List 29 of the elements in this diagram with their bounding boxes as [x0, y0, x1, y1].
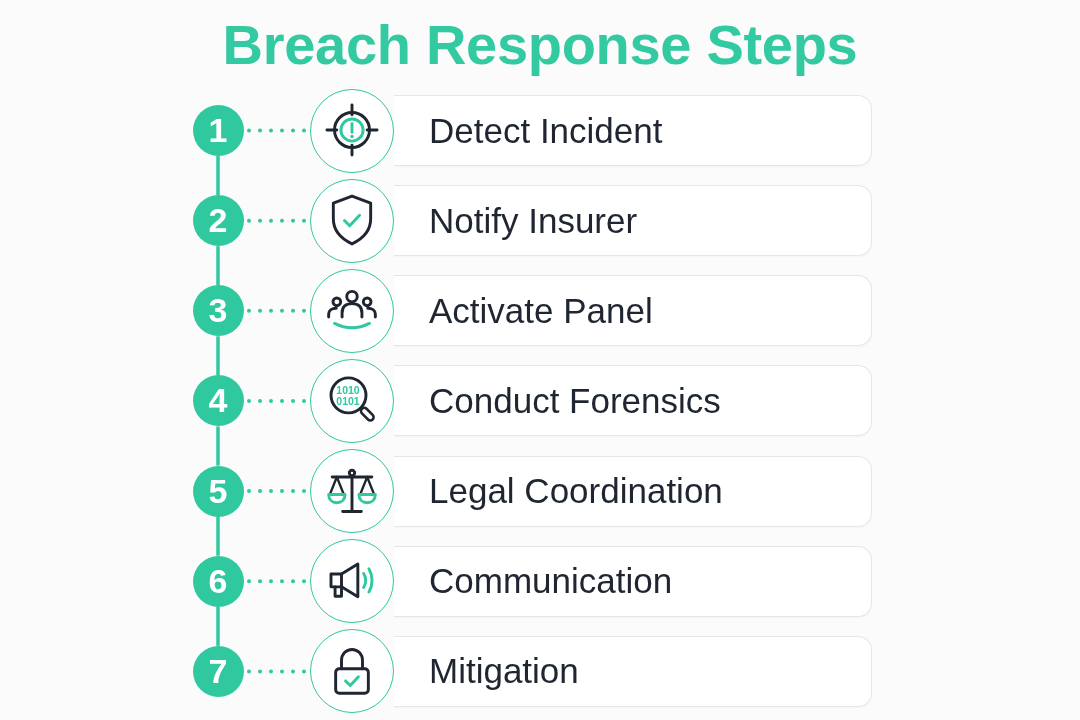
- step-label: Conduct Forensics: [429, 380, 721, 421]
- step-number: 6: [192, 555, 244, 607]
- step-number: 4: [192, 375, 244, 427]
- step-label: Activate Panel: [429, 290, 653, 331]
- step-card: [394, 185, 872, 257]
- connector-line: [216, 246, 220, 286]
- step-number: 3: [192, 285, 244, 337]
- binary-digits: 1010 0101: [335, 384, 361, 407]
- connector-line: [216, 336, 220, 376]
- connector-line: [216, 426, 220, 466]
- step-label: Mitigation: [429, 651, 579, 692]
- step-card: [394, 365, 872, 437]
- step-number: 5: [192, 465, 244, 517]
- step-label: Detect Incident: [429, 110, 663, 151]
- step-label: Legal Coordination: [429, 471, 723, 512]
- step-card: [394, 275, 872, 347]
- step-number: 1: [192, 105, 244, 156]
- connector-line: [216, 516, 220, 556]
- connector-line: [216, 606, 220, 646]
- step-card: [394, 545, 872, 617]
- title: Breach Response Steps: [222, 13, 858, 77]
- step-label: Notify Insurer: [429, 200, 638, 241]
- step-number: 7: [192, 645, 244, 697]
- step-label: Communication: [429, 561, 673, 602]
- step-number: 2: [192, 195, 244, 247]
- step-card: [394, 455, 872, 527]
- connector-line: [216, 156, 220, 196]
- step-card: [394, 635, 872, 707]
- step-card: [394, 95, 872, 166]
